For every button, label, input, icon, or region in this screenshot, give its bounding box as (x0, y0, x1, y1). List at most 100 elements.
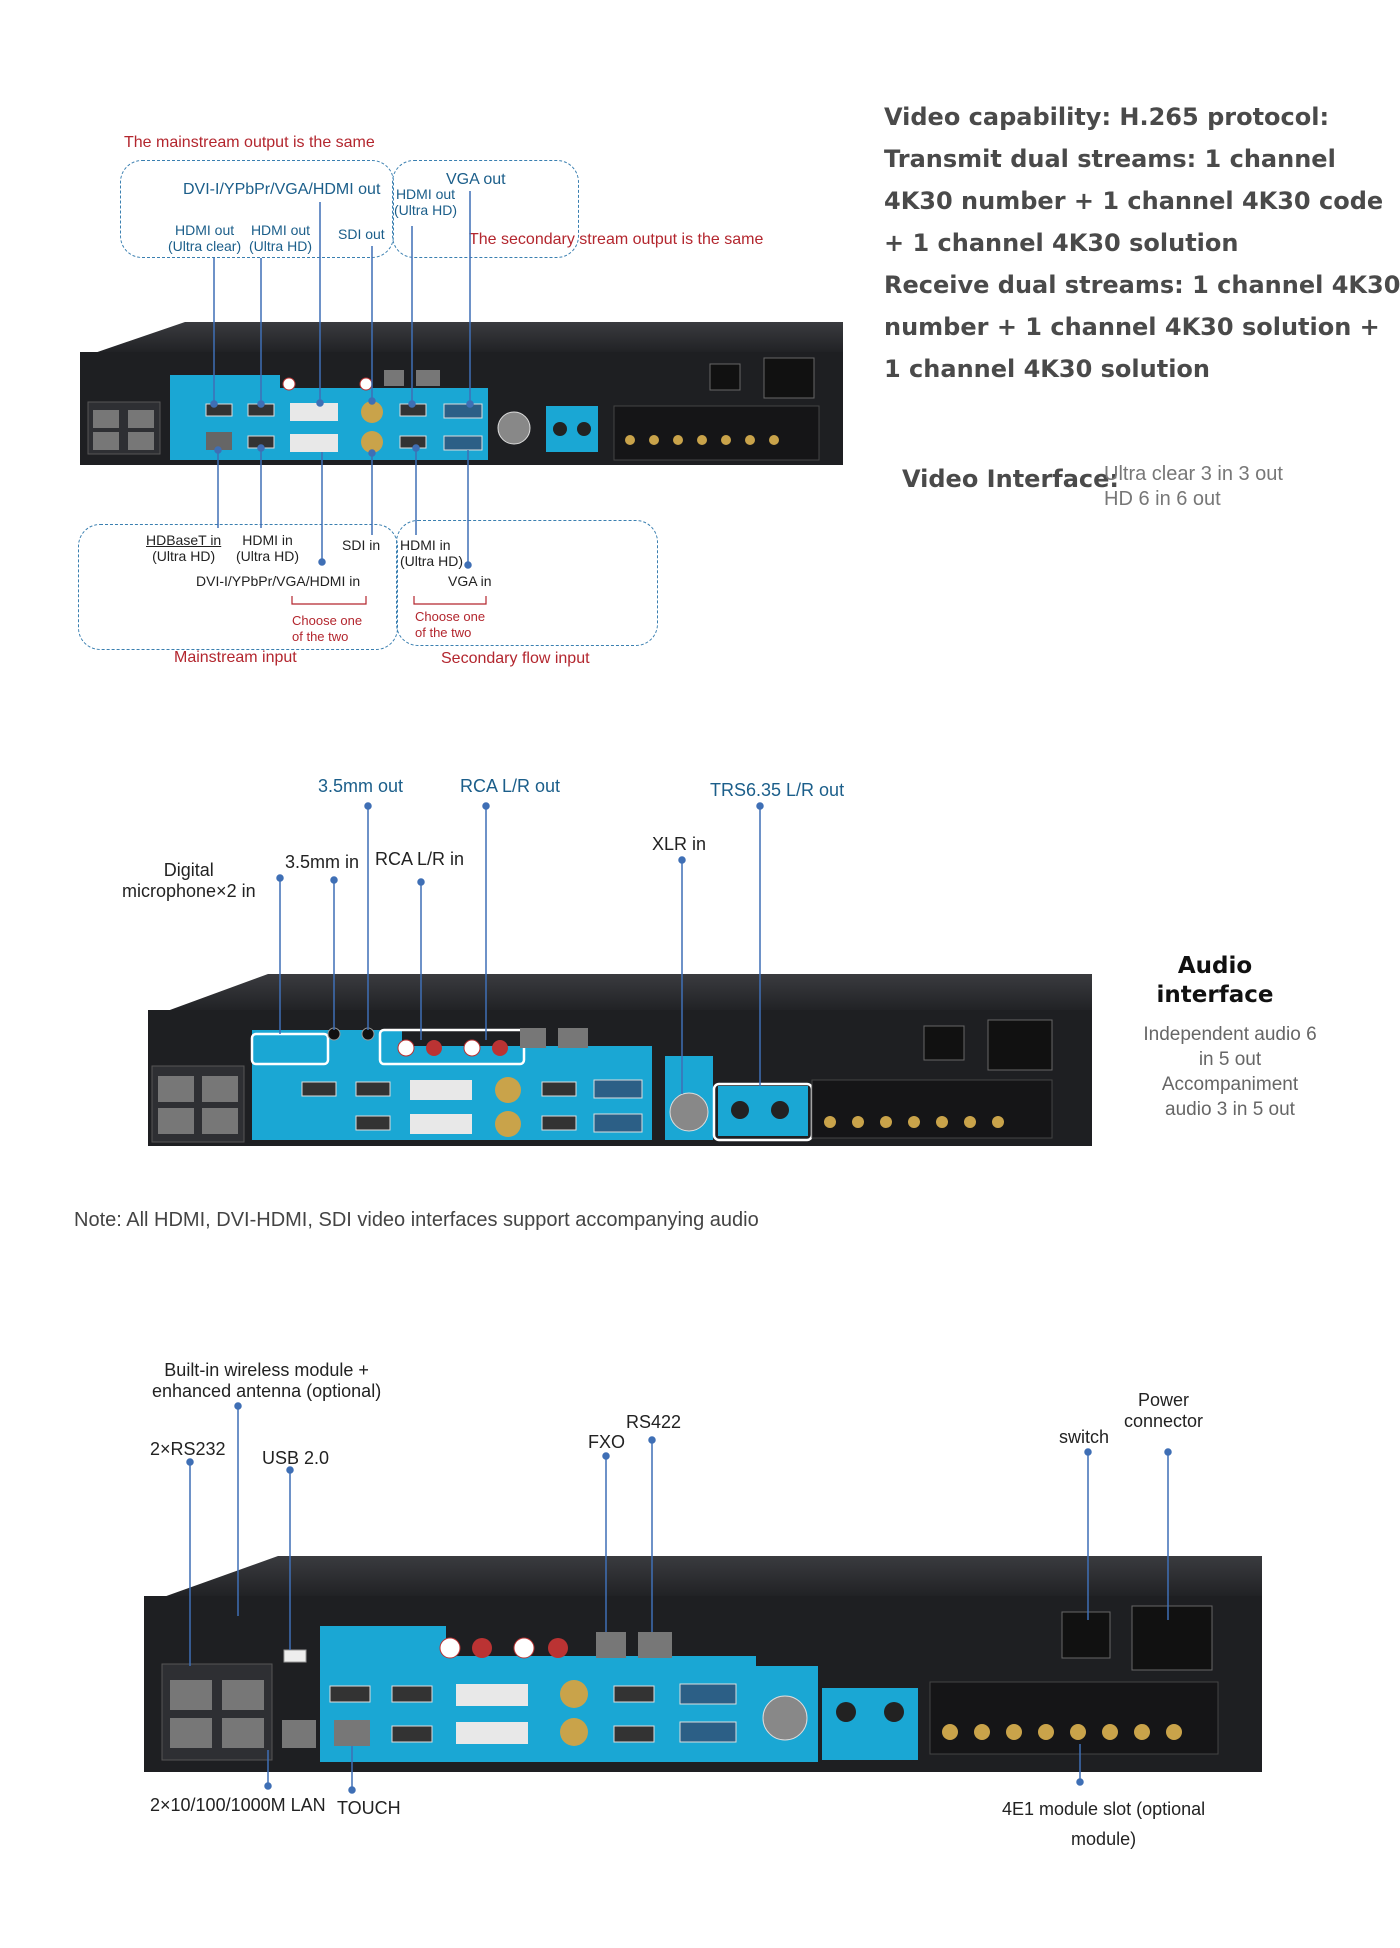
audio-rj45-b (558, 1028, 588, 1048)
ports-bnc-4 (1038, 1724, 1054, 1740)
spec-line-1: Video capability: H.265 protocol: (884, 103, 1330, 131)
leader-vga-out-dot (466, 400, 474, 408)
vga-in-label: VGA in (448, 573, 492, 589)
audio-interface-desc: Independent audio 6 in 5 out Accompanime… (1120, 1022, 1340, 1122)
choose-one-left-line1: Choose one (292, 613, 363, 628)
choose-one-bracket-left (291, 596, 367, 605)
ports-rs422 (638, 1632, 672, 1658)
video-interface-line2: HD 6 in 6 out (1104, 488, 1221, 510)
ports-dvi-2 (456, 1722, 528, 1744)
video-rca-r (359, 377, 373, 391)
ports-usb (283, 1649, 307, 1663)
leader-hdbaset-in-dot (214, 446, 222, 454)
audio-interface-title: Audio interface (1130, 952, 1300, 1010)
leader-hdmi-out-clear-dot (210, 400, 218, 408)
ports-touch (282, 1720, 316, 1748)
secondary-output-box (392, 160, 579, 258)
rca-out-label: RCA L/R out (460, 776, 561, 796)
video-trs-l (553, 422, 567, 436)
choose-one-brackets (291, 596, 487, 605)
audio-lan-port-4 (202, 1108, 238, 1134)
digital-mic-line2: microphone×2 in (122, 880, 256, 901)
audio-lan-port-3 (202, 1076, 238, 1102)
spec-line-3: 4K30 number + 1 channel 4K30 code (884, 187, 1384, 215)
hdmi-out-clear-line2: (Ultra clear) (168, 238, 242, 255)
video-trs-r (577, 422, 591, 436)
ports-hdmi-2 (391, 1685, 433, 1703)
audio-rj45-a (520, 1028, 546, 1048)
video-bnc-2 (649, 435, 659, 445)
leader-e1-dot (1076, 1778, 1084, 1786)
audio-dvi-1 (410, 1080, 472, 1100)
leader-fxo-dot (602, 1452, 610, 1460)
leader-hdmi-in-dot (257, 444, 265, 452)
hdmi-out-uhd-right-line1: HDMI out (395, 186, 456, 202)
video-dvi-1 (290, 403, 338, 421)
audio-hdmi-1 (301, 1081, 337, 1097)
audio-bnc-2 (852, 1116, 864, 1128)
audio-bnc-5 (936, 1116, 948, 1128)
ports-sdi-1 (560, 1680, 588, 1708)
trs-out-label: TRS6.35 L/R out (710, 780, 845, 800)
audio-sdi-2 (495, 1111, 521, 1137)
audio-rca-r-in (426, 1040, 442, 1056)
leader-35-in-dot (330, 876, 338, 884)
leader-rca-out-dot (482, 802, 490, 810)
in-35mm-label: 3.5mm in (285, 852, 360, 872)
audio-e1-slot (811, 1079, 1053, 1139)
video-power-socket (763, 357, 815, 399)
audio-vga-2 (593, 1113, 643, 1133)
wireless-line2: enhanced antenna (optional) (152, 1381, 382, 1401)
vga-out-label: VGA out (446, 171, 506, 188)
audio-desc-line4: audio 3 in 5 out (1165, 1099, 1295, 1120)
leader-hdmi-in-right-dot (412, 444, 420, 452)
video-interface-line1: Ultra clear 3 in 3 out (1104, 463, 1283, 485)
audio-lan-port-1 (158, 1076, 194, 1102)
wireless-line1: Built-in wireless module + (164, 1360, 369, 1380)
ports-bnc-5 (1070, 1724, 1086, 1740)
choose-one-bracket-right (413, 596, 487, 605)
video-capability-spec: Video capability: H.265 protocol: Transm… (884, 96, 1400, 390)
mainstream-output-note: The mainstream output is the same (124, 134, 375, 151)
leader-sdi-in-dot (368, 449, 376, 457)
video-rj45-b (416, 370, 440, 386)
ports-hdmi-4 (613, 1685, 655, 1703)
device-video (80, 322, 843, 465)
video-interface-title: Video Interface: (902, 465, 1120, 493)
ports-rca-l-in (439, 1637, 461, 1659)
leader-switch-dot (1084, 1448, 1092, 1456)
video-sdi-2 (361, 431, 383, 453)
ports-bnc-3 (1006, 1724, 1022, 1740)
mainstream-input-label: Mainstream input (174, 649, 297, 666)
device-audio-top (148, 974, 1092, 1018)
leader-xlr-in-dot (678, 856, 686, 864)
usb-label: USB 2.0 (262, 1448, 330, 1468)
video-dvi-2 (290, 434, 338, 452)
device-audio (148, 974, 1092, 1146)
ports-trs-panel (822, 1688, 918, 1760)
ports-lan-2 (222, 1718, 264, 1748)
ports-bnc-8 (1166, 1724, 1182, 1740)
hdbaset-in-label: HDBaseT in (Ultra HD) (146, 532, 221, 564)
ports-hdmi-1 (329, 1685, 371, 1703)
e1-module-label: 4E1 module slot (optional module) (1002, 1794, 1205, 1854)
audio-rca-l-out (463, 1039, 481, 1057)
fxo-label: FXO (588, 1432, 626, 1452)
video-bnc-7 (769, 435, 779, 445)
out-35mm-label: 3.5mm out (318, 776, 404, 796)
ports-dvi-1 (456, 1684, 528, 1706)
ports-xlr (762, 1695, 808, 1741)
accompanying-audio-note: Note: All HDMI, DVI-HDMI, SDI video inte… (74, 1209, 759, 1231)
ports-power-switch (1061, 1611, 1111, 1659)
ports-rs232-1 (170, 1680, 212, 1710)
lan-label: 2×10/100/1000M LAN (150, 1795, 326, 1815)
leader-lan-dot (264, 1782, 272, 1790)
video-interface-lines: Ultra clear 3 in 3 out HD 6 in 6 out (1104, 462, 1283, 512)
audio-desc-line3: Accompaniment (1161, 1074, 1299, 1095)
hdbaset-in-line1: HDBaseT in (146, 532, 222, 548)
audio-hdmi-3 (355, 1115, 391, 1131)
leader-wireless-dot (234, 1402, 242, 1410)
audio-leader-lines (276, 802, 764, 1094)
leader-hdmi-out-right-dot (408, 400, 416, 408)
ports-hdmi-3 (391, 1725, 433, 1743)
